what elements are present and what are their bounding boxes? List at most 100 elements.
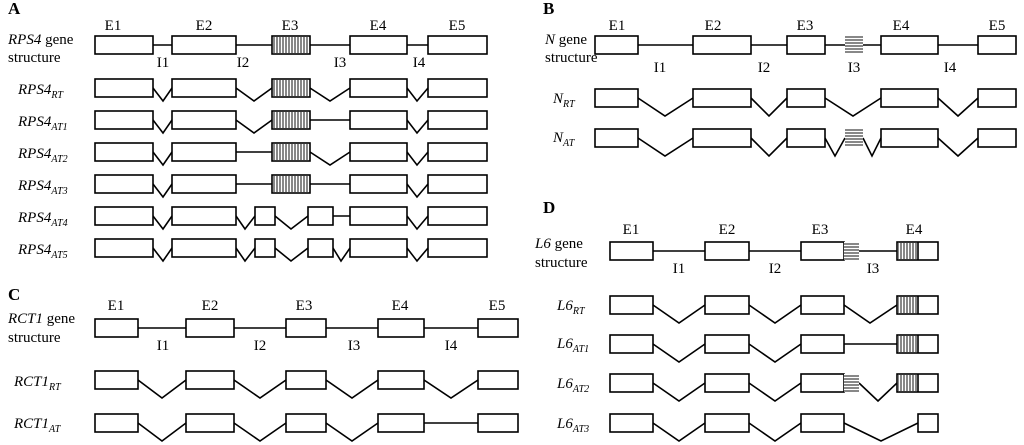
panel-b-exon-label-5: E5 <box>989 18 1006 34</box>
panel-a-exon-label-4: E4 <box>370 18 387 34</box>
exon-e4 <box>349 206 408 226</box>
panel-b-intron-label-1: I1 <box>654 60 667 76</box>
hatch-horizontal <box>845 36 863 54</box>
exon-e2 <box>171 35 237 55</box>
panel-d-intron-label-3: I3 <box>867 261 880 277</box>
exon-e3 <box>800 413 845 433</box>
row-label: L6AT3 <box>556 416 589 435</box>
row-label: RPS4AT2 <box>17 146 68 165</box>
exon-e2 <box>171 238 237 258</box>
exon-e3 <box>800 295 845 315</box>
hatch-horizontal <box>845 129 863 147</box>
exon-e4 <box>880 128 939 148</box>
exon-e4 <box>880 88 939 108</box>
exon-e5 <box>977 128 1017 148</box>
row-label: RPS4AT3 <box>17 178 68 197</box>
exon-e2 <box>171 110 237 130</box>
panel-c-exon-label-2: E2 <box>202 298 219 314</box>
exon-e5 <box>427 142 488 162</box>
panel-c-exon-label-5: E5 <box>489 298 506 314</box>
panel-a-intron-label-3: I3 <box>334 55 347 71</box>
row-label: RPS4RT <box>17 82 64 101</box>
exon-e1 <box>94 174 154 194</box>
panel-d-exon-label-4: E4 <box>906 222 923 238</box>
panel-c-exon-label-3: E3 <box>296 298 313 314</box>
panel-a-exon-label-5: E5 <box>449 18 466 34</box>
transcript-n-at <box>594 128 1017 158</box>
panel-c-letter: C <box>8 285 20 304</box>
panel-d-intron-label-1: I1 <box>673 261 686 277</box>
exon-e4 <box>349 238 408 258</box>
exon-e3 <box>800 241 845 261</box>
exon-e1 <box>594 35 639 55</box>
exon-e2 <box>704 334 750 354</box>
splice-lines <box>652 422 919 442</box>
panel-a-intron-label-2: I2 <box>237 55 250 71</box>
transcript-rps4-at5 <box>94 238 488 263</box>
exon-e2 <box>185 370 235 390</box>
panel-c-intron-label-4: I4 <box>445 338 458 354</box>
exon-e3 <box>285 413 327 433</box>
exon-e3 <box>285 370 327 390</box>
exon-e3 <box>786 128 826 148</box>
hatch-vertical <box>898 297 918 313</box>
exon-e1 <box>94 206 154 226</box>
panel-d-gene-label: L6 gene <box>534 236 583 252</box>
exon-e3-part2 <box>307 206 334 226</box>
exon-e2 <box>185 318 235 338</box>
hatch-vertical <box>273 112 309 128</box>
splice-lines <box>152 247 429 263</box>
panel-d-intron-label-2: I2 <box>769 261 782 277</box>
splice-lines <box>637 137 979 158</box>
transcript-rps4-at4 <box>94 206 488 231</box>
exon-e1 <box>94 413 139 433</box>
hatch-vertical <box>898 243 918 259</box>
panel-c-gene-label: RCT1 gene <box>7 311 75 327</box>
splice-lines <box>652 382 898 403</box>
exon-e2 <box>171 174 237 194</box>
exon-e2 <box>171 78 237 98</box>
exon-e3 <box>800 334 845 354</box>
exon-e1 <box>94 35 154 55</box>
exon-e1 <box>609 373 654 393</box>
panel-c-exon-label-4: E4 <box>392 298 409 314</box>
splice-lines <box>137 422 478 442</box>
exon-e5 <box>977 35 1017 55</box>
exon-e1 <box>609 413 654 433</box>
panel-b-letter: B <box>543 0 554 18</box>
row-label: NAT <box>552 130 576 149</box>
transcript-rct1-rt <box>94 370 519 399</box>
hatch-vertical <box>273 37 309 53</box>
exon-e2 <box>171 142 237 162</box>
splice-lines <box>137 379 479 399</box>
exon-e1 <box>94 78 154 98</box>
splice-lines <box>152 119 429 135</box>
panel-c-exon-label-1: E1 <box>108 298 125 314</box>
transcript-rps4-at1 <box>94 110 488 135</box>
exon-e3 <box>786 88 826 108</box>
row-label: RCT1AT <box>13 416 62 435</box>
exon-e3 <box>800 373 845 393</box>
hatch-vertical <box>898 336 918 352</box>
panel-a-gene-label: RPS4 gene <box>7 32 74 48</box>
exon-e3-part1 <box>254 206 276 226</box>
splice-lines <box>152 151 429 167</box>
exon-e1 <box>94 110 154 130</box>
panel-a-exon-label-2: E2 <box>196 18 213 34</box>
exon-e3 <box>786 35 826 55</box>
transcript-rps4-rt <box>94 78 488 103</box>
panel-a: A E1 E2 E3 E4 E5 RPS4 gene structure I1 … <box>7 0 488 263</box>
panel-b-intron-label-4: I4 <box>944 60 957 76</box>
exon-e5 <box>427 35 488 55</box>
exon-e5 <box>427 174 488 194</box>
hatch-vertical <box>273 176 309 192</box>
exon-e4 <box>880 35 939 55</box>
row-label: RPS4AT5 <box>17 242 68 261</box>
panel-c-intron-label-2: I2 <box>254 338 267 354</box>
panel-c-intron-label-1: I1 <box>157 338 170 354</box>
row-label: L6AT1 <box>556 336 589 355</box>
panel-a-intron-label-4: I4 <box>413 55 426 71</box>
exon-e5 <box>427 110 488 130</box>
panel-b-gene-label-line2: structure <box>545 50 598 66</box>
